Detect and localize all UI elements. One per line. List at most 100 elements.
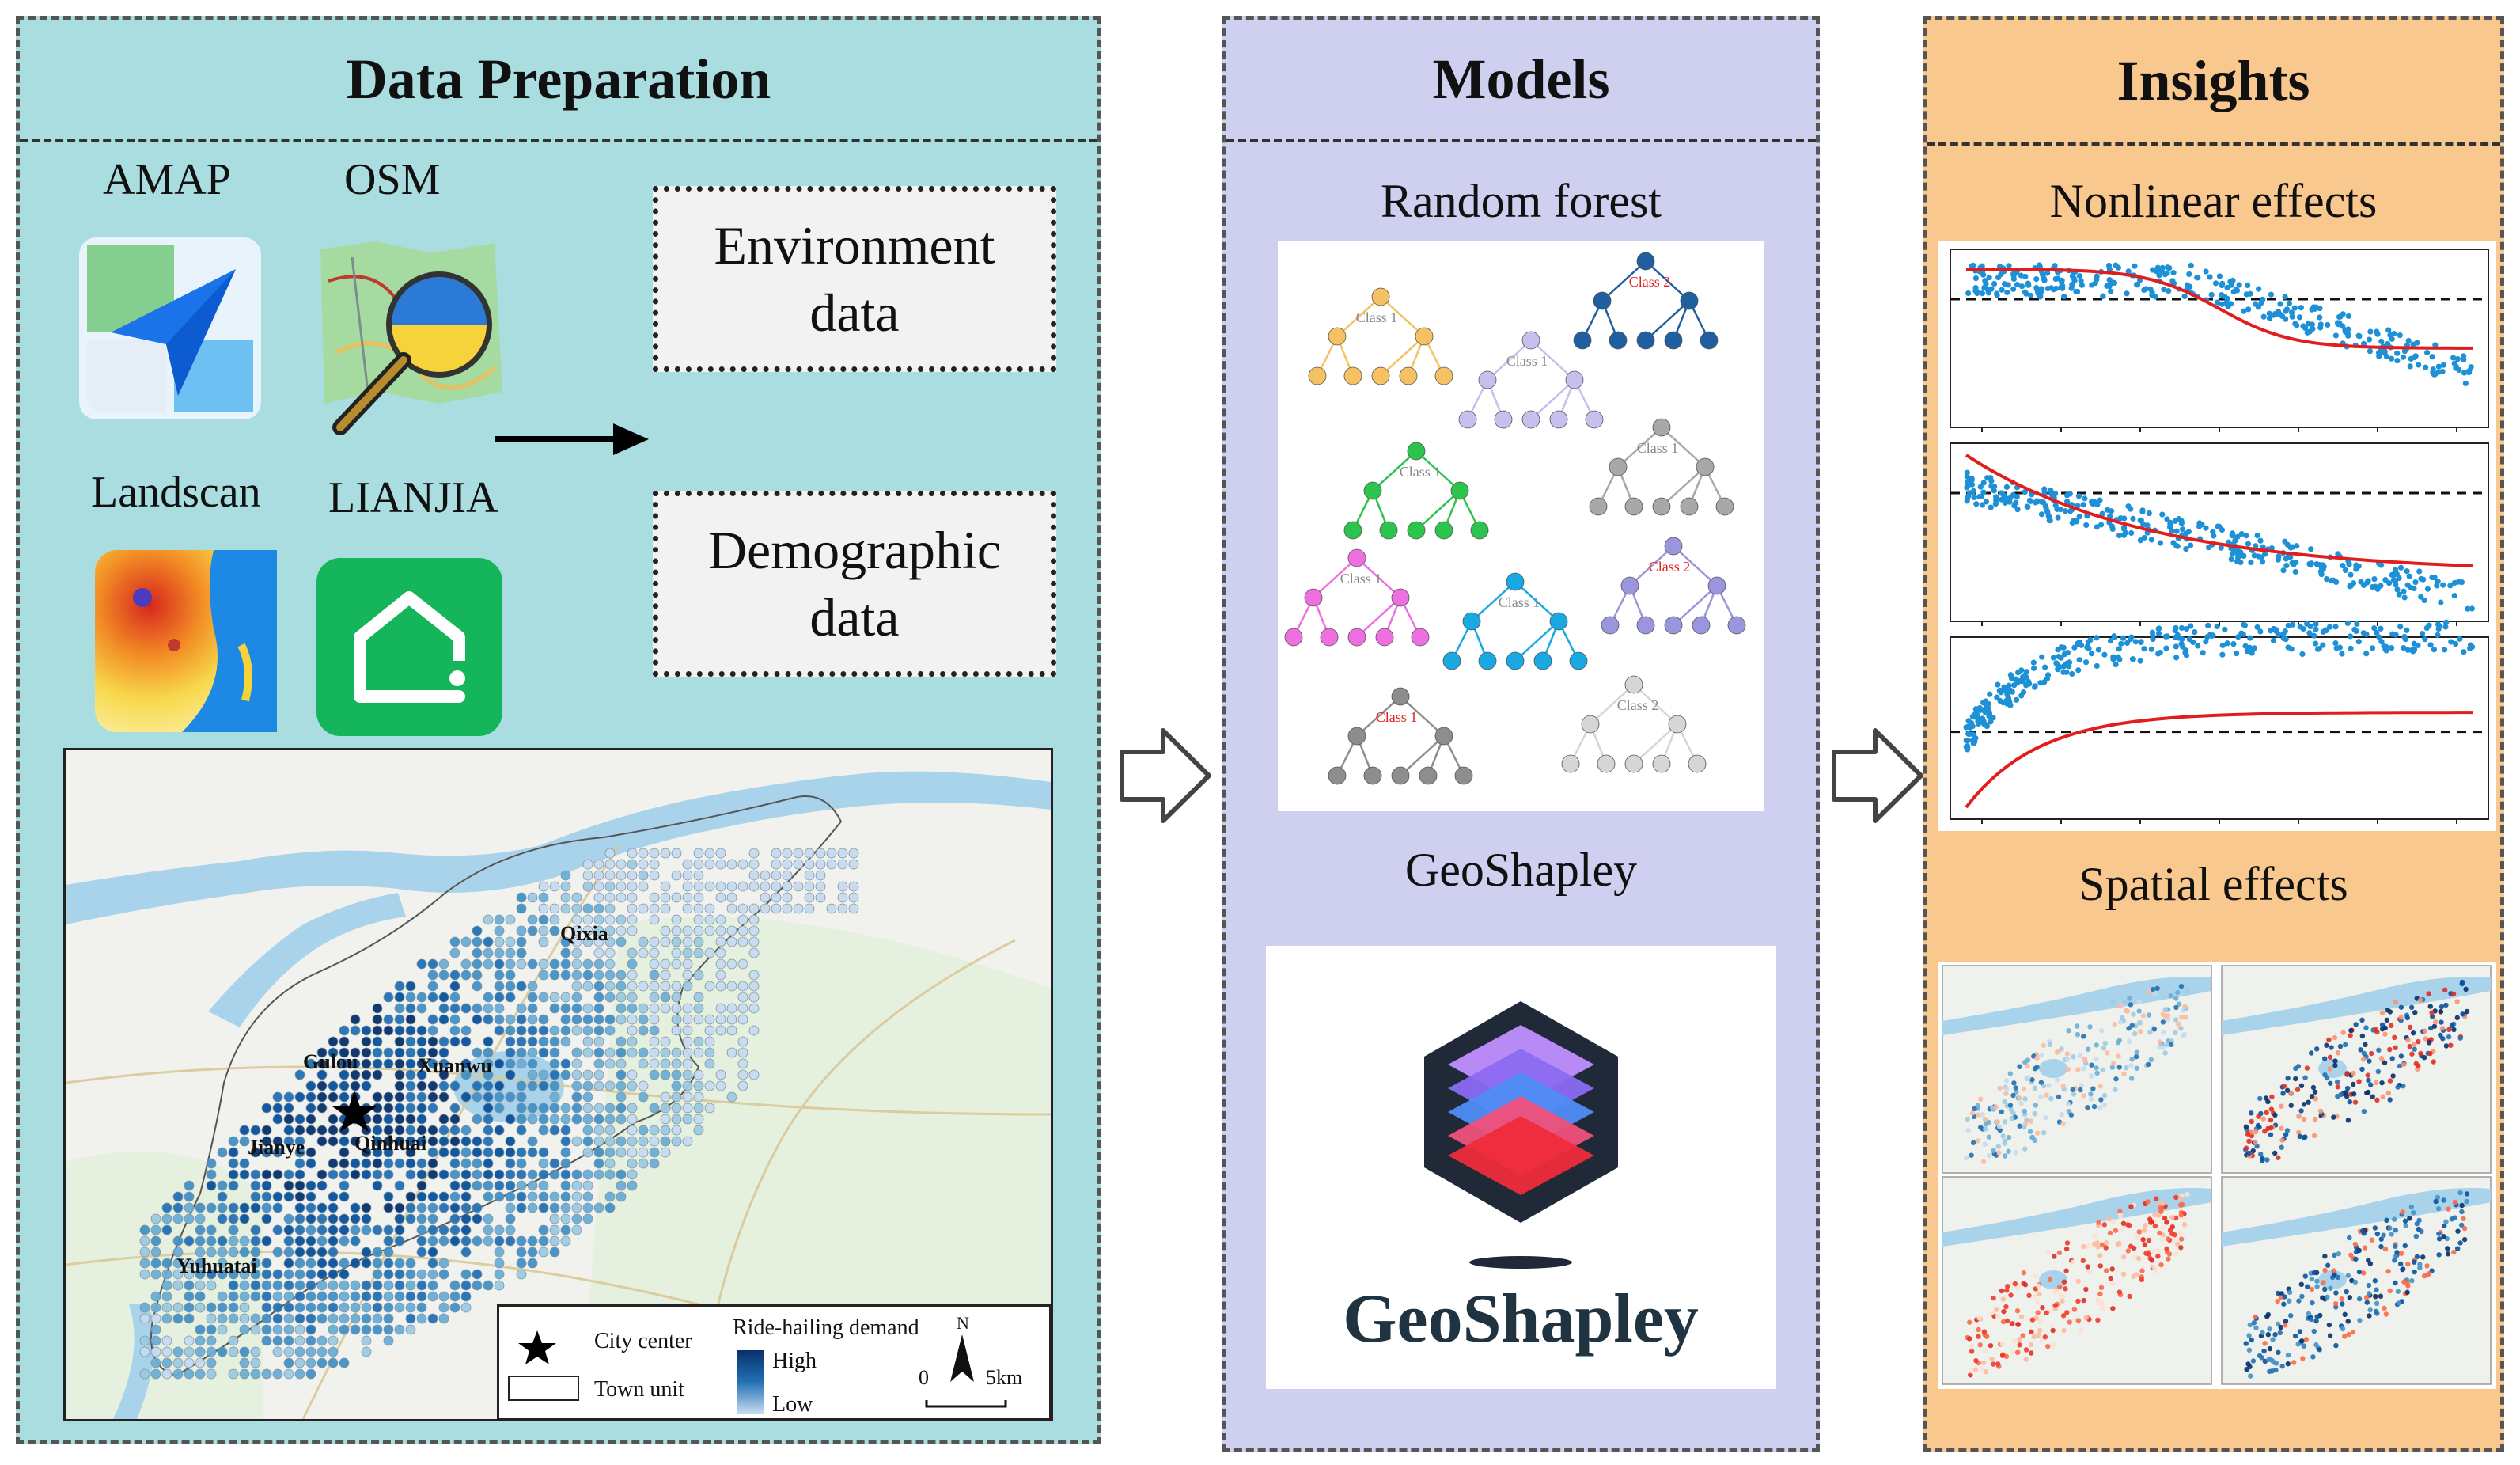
spatial-effect-cell [2302, 1075, 2308, 1080]
demand-cell [416, 1136, 427, 1147]
spatial-effect-cell [2173, 1030, 2178, 1035]
spatial-effect-cell [2297, 1133, 2302, 1140]
demand-cell [671, 981, 682, 992]
demand-cell [372, 1324, 383, 1335]
demand-cell [383, 1235, 394, 1247]
spatial-effect-cell [2402, 1243, 2408, 1249]
demand-cell [328, 1258, 339, 1269]
demand-cell [305, 1091, 316, 1103]
demand-cell [261, 1180, 272, 1191]
spatial-effect-cell [2401, 1083, 2406, 1089]
spatial-effect-cell [2054, 1077, 2060, 1083]
scatter-point [2157, 540, 2163, 546]
demand-cell [328, 1136, 339, 1147]
spatial-effect-cell [2052, 1254, 2057, 1259]
demand-cell [405, 1169, 416, 1180]
demand-cell [305, 1180, 316, 1191]
demand-cell [294, 1335, 305, 1346]
demand-cell [505, 958, 516, 970]
spatial-effect-cell [1973, 1357, 1979, 1364]
spatial-effect-cell [2182, 1004, 2188, 1009]
spatial-effect-cell [1988, 1342, 1994, 1349]
demand-cell [139, 1368, 150, 1380]
scatter-point [2273, 628, 2279, 635]
demand-cell [649, 1103, 660, 1114]
demand-cell [715, 1025, 726, 1036]
demand-cell [217, 1313, 228, 1324]
demand-cell [649, 1158, 660, 1169]
demand-cell [217, 1202, 228, 1213]
demand-cell [616, 1003, 627, 1014]
demand-cell [593, 881, 604, 892]
demand-cell [582, 1103, 593, 1114]
scatter-point [2155, 630, 2162, 637]
spatial-effect-cell [2442, 987, 2448, 993]
scatter-point [2355, 639, 2362, 645]
scatter-point [2432, 342, 2439, 348]
demand-cell [460, 1302, 472, 1313]
spatial-effect-cell [1970, 1140, 1976, 1145]
spatial-effect-cell [2345, 1273, 2351, 1278]
spatial-effect-cell [2344, 1085, 2351, 1091]
scatter-point [2461, 356, 2467, 362]
scatter-point [2149, 629, 2156, 636]
scatter-point [2214, 623, 2220, 630]
demand-cell [693, 903, 704, 914]
demand-cell [427, 1313, 438, 1324]
scatter-point [2018, 272, 2024, 279]
spatial-effect-cell [2178, 1244, 2184, 1251]
demand-cell [405, 1058, 416, 1069]
demand-cell [571, 1180, 582, 1191]
demand-cell [339, 1058, 350, 1069]
demand-cell [704, 1080, 715, 1091]
demand-cell [760, 881, 771, 892]
demand-cell [283, 1291, 294, 1302]
demand-cell [350, 1280, 361, 1291]
environment-data-box: Environment data [653, 186, 1056, 372]
district-jianye: Jianye [248, 1136, 305, 1159]
demand-cell [228, 1291, 239, 1302]
spatial-effect-cell [2262, 1358, 2268, 1364]
spatial-effect-cell [2416, 1038, 2421, 1045]
demand-cell [383, 1313, 394, 1324]
demand-cell [394, 981, 405, 992]
demand-cell [305, 1247, 316, 1258]
demand-cell [505, 1058, 516, 1069]
data-preparation-panel: Data Preparation AMAP OSM Landscan LIANJ… [16, 16, 1101, 1444]
demand-cell [405, 1069, 416, 1080]
spatial-effect-map [2221, 965, 2492, 1174]
demand-cell [261, 1269, 272, 1280]
demand-cell [416, 1003, 427, 1014]
demand-cell [560, 1103, 571, 1114]
demand-cell [715, 848, 726, 859]
spatial-effect-cell [2160, 1201, 2166, 1207]
demand-cell [239, 1235, 250, 1247]
demand-cell [527, 1180, 538, 1191]
scatter-point [2412, 579, 2419, 586]
scatter-point [2109, 523, 2116, 529]
scatter-point [2465, 605, 2471, 612]
scatter-point [2230, 641, 2237, 647]
demand-cell [837, 892, 848, 903]
demand-cell [704, 1025, 715, 1036]
spatial-effect-cell [2312, 1089, 2318, 1095]
demand-cell [449, 1202, 460, 1213]
demand-cell [372, 1036, 383, 1047]
demand-cell [483, 1080, 494, 1091]
spatial-effect-cell [1995, 1361, 2001, 1367]
spatial-effect-cell [2100, 1306, 2106, 1311]
spatial-effect-cell [2012, 1338, 2018, 1344]
spatial-effect-cell [2169, 1215, 2175, 1220]
scatter-point [2405, 337, 2412, 344]
scatter-point [2139, 508, 2146, 515]
scatter-point [1988, 504, 1994, 510]
demand-cell [283, 1335, 294, 1346]
spatial-effect-cell [2036, 1283, 2041, 1289]
demand-cell [604, 859, 616, 870]
scatter-point [2466, 369, 2473, 376]
scatter-point [2270, 637, 2277, 643]
demand-cell [405, 1003, 416, 1014]
dependence-plot [1950, 249, 2489, 432]
scatter-point [2427, 642, 2434, 648]
demand-cell [571, 1091, 582, 1103]
